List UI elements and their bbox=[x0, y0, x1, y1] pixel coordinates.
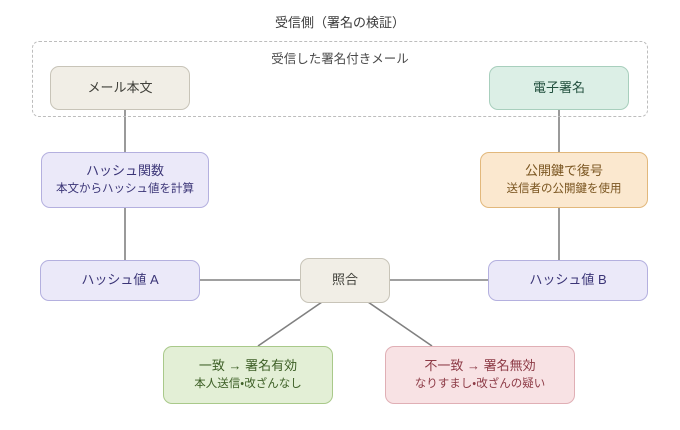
node-hash-value-b-label: ハッシュ値 B bbox=[529, 272, 607, 288]
node-hash-function-subtitle: 本文からハッシュ値を計算 bbox=[56, 183, 194, 196]
node-result-invalid[interactable]: 不一致 → 署名無効 なりすまし・改ざんの疑い bbox=[385, 346, 575, 404]
node-result-invalid-subtitle: なりすまし・改ざんの疑い bbox=[414, 378, 546, 391]
node-result-valid-subtitle: 本人送信・改ざんなし bbox=[194, 378, 302, 391]
node-public-key-decrypt-subtitle: 送信者の公開鍵を使用 bbox=[506, 183, 622, 196]
node-result-valid[interactable]: 一致 → 署名有効 本人送信・改ざんなし bbox=[163, 346, 333, 404]
node-compare[interactable]: 照合 bbox=[300, 258, 390, 303]
node-hash-value-a[interactable]: ハッシュ値 A bbox=[40, 260, 200, 301]
node-mail-body[interactable]: メール本文 bbox=[50, 66, 190, 110]
node-mail-body-label: メール本文 bbox=[87, 79, 153, 95]
node-compare-label: 照合 bbox=[331, 272, 358, 288]
group-received-signed-mail-label: 受信した署名付きメール bbox=[271, 52, 409, 66]
edge-compare-to-valid bbox=[257, 301, 323, 347]
node-result-valid-title: 一致 → 署名有効 bbox=[198, 358, 298, 374]
diagram-title: 受信側（署名の検証） bbox=[274, 15, 405, 30]
node-digital-signature-label: 電子署名 bbox=[532, 79, 585, 95]
node-hash-value-b[interactable]: ハッシュ値 B bbox=[488, 260, 648, 301]
group-received-signed-mail bbox=[32, 41, 648, 117]
node-result-invalid-title: 不一致 → 署名無効 bbox=[424, 358, 536, 374]
node-public-key-decrypt-title: 公開鍵で復号 bbox=[524, 163, 603, 179]
edge-compare-to-invalid bbox=[367, 301, 433, 347]
node-hash-function-title: ハッシュ関数 bbox=[85, 163, 164, 179]
node-public-key-decrypt[interactable]: 公開鍵で復号 送信者の公開鍵を使用 bbox=[480, 152, 648, 208]
node-hash-function[interactable]: ハッシュ関数 本文からハッシュ値を計算 bbox=[41, 152, 209, 208]
node-hash-value-a-label: ハッシュ値 A bbox=[81, 272, 159, 288]
node-digital-signature[interactable]: 電子署名 bbox=[489, 66, 629, 110]
